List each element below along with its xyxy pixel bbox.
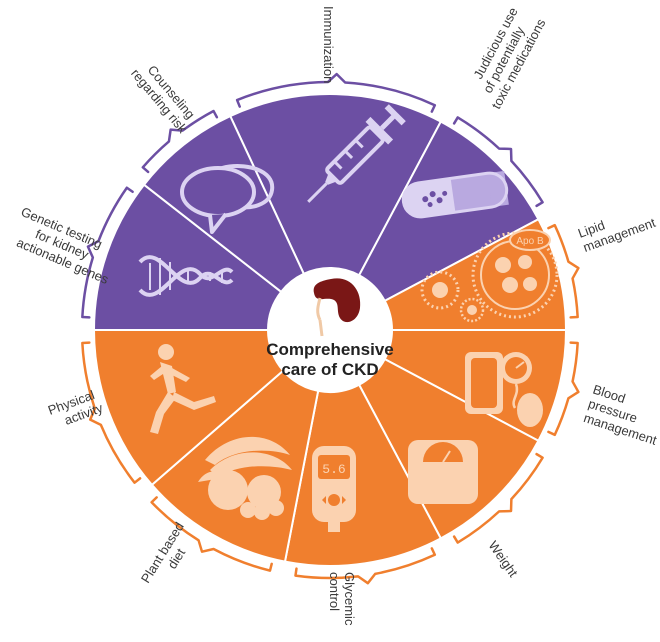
lipoprotein-icon: Apo B xyxy=(420,229,559,323)
glucometer-icon: 5.6 xyxy=(312,446,356,532)
segment-genetic-testing xyxy=(92,183,283,331)
sphygmomanometer-icon xyxy=(465,352,543,427)
bracket-immunization xyxy=(235,72,437,113)
center-title-line2: care of CKD xyxy=(281,360,378,379)
bracket-judicious-medications xyxy=(452,116,544,208)
capsule-icon xyxy=(401,170,509,219)
bracket-glycemic-control xyxy=(294,547,437,585)
bracket-counseling xyxy=(141,109,219,174)
apo-b-label: Apo B xyxy=(516,236,544,247)
label-lipid-management: Lipid management xyxy=(576,201,658,255)
label-judicious-medications: Judicious use of potentially toxic medic… xyxy=(462,2,549,112)
label-blood-pressure: Blood pressure management xyxy=(582,382,660,448)
syringe-icon xyxy=(307,104,406,203)
group-brackets xyxy=(81,72,580,585)
runner-icon xyxy=(150,344,216,434)
label-glycemic-control: Glycemic control xyxy=(327,572,357,629)
bracket-lipid-management xyxy=(547,223,580,319)
dna-icon xyxy=(138,255,234,297)
bracket-weight xyxy=(452,452,544,544)
label-genetic-testing: Genetic testing for kidney actionable ge… xyxy=(7,204,123,287)
label-plant-based-diet: Plant based diet xyxy=(138,516,202,593)
bracket-blood-pressure-management xyxy=(547,341,580,437)
speech-bubbles-icon xyxy=(180,164,275,234)
label-weight: Weight xyxy=(486,538,522,580)
glucometer-reading: 5.6 xyxy=(322,462,345,477)
fruit-icon xyxy=(198,436,292,520)
label-immunization: Immunization xyxy=(321,6,336,83)
bracket-plant-based-diet xyxy=(150,496,273,572)
label-physical-activity: Physical activity xyxy=(46,386,105,432)
scale-icon xyxy=(408,440,478,504)
center-title-line1: Comprehensive xyxy=(266,340,394,359)
bracket-genetic-testing xyxy=(81,186,134,319)
kidney-icon xyxy=(313,278,361,337)
bracket-physical-activity xyxy=(81,341,142,484)
